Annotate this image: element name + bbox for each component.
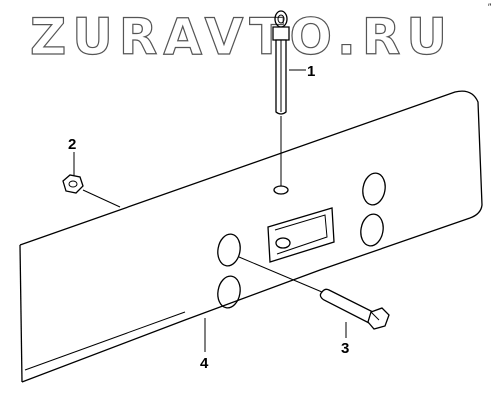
leader-lines (73, 69, 347, 352)
bumper-holes (217, 172, 386, 309)
tow-eye-pin (272, 10, 290, 186)
callout-3: 3 (341, 340, 349, 357)
bolt (238, 256, 390, 330)
nut (62, 174, 121, 208)
callout-4: 4 (200, 355, 209, 372)
watermark-text: ZURAVTO.RU (30, 8, 453, 66)
tow-recess (267, 207, 335, 263)
bumper-body (19, 90, 483, 383)
callout-1: 1 (307, 63, 315, 80)
corner-mark: ″ (488, 2, 492, 12)
callout-2: 2 (68, 136, 76, 153)
